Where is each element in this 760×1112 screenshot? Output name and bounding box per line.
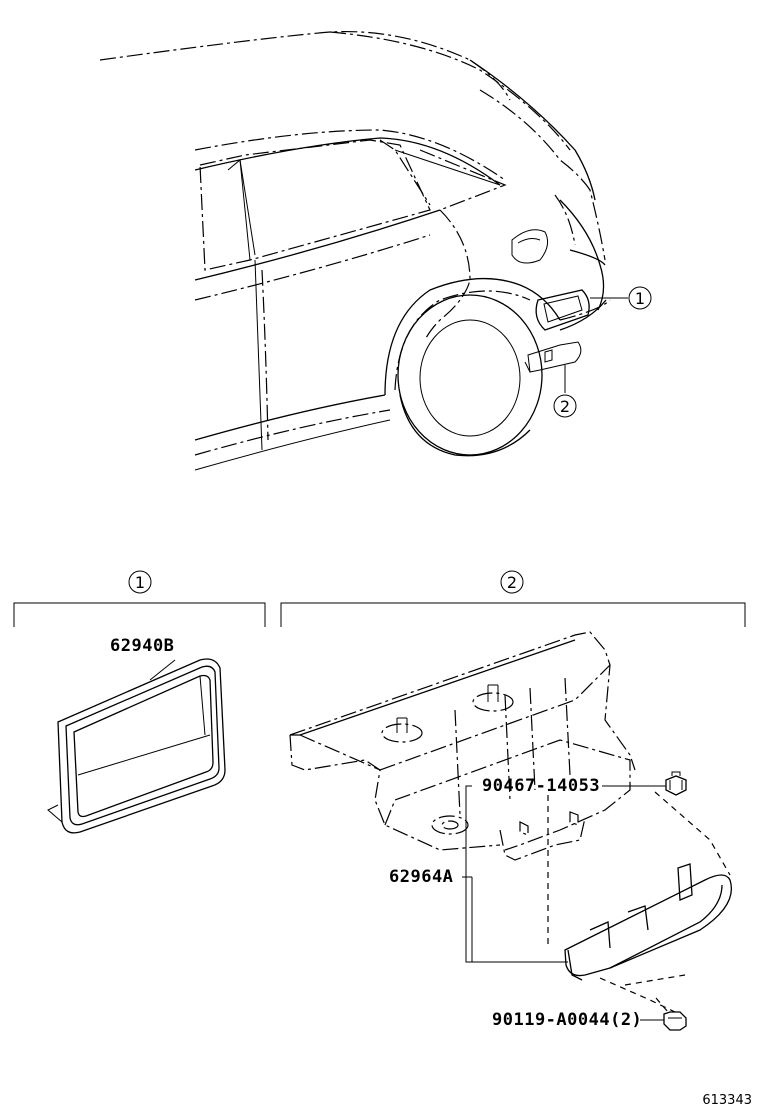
part-number-62940B[interactable]: 62940B [110, 636, 174, 656]
callout-1-label: 1 [635, 289, 645, 308]
section-1-number: 1 [135, 573, 145, 592]
part-number-62964A[interactable]: 62964A [389, 867, 453, 887]
mudguard-seal-drawing[interactable] [47, 658, 226, 834]
section-2-header: 2 [280, 570, 746, 627]
screw-drawing[interactable] [663, 1011, 687, 1031]
callout-2-vehicle[interactable]: 2 [553, 394, 577, 418]
vehicle-overview [99, 30, 628, 471]
clip-drawing[interactable] [665, 771, 687, 796]
callout-2-label: 2 [560, 397, 570, 416]
assembly-leaders [465, 785, 731, 1013]
mudguard-drawing[interactable] [289, 631, 636, 861]
section-1-header: 1 [13, 570, 266, 627]
callout-1-vehicle[interactable]: 1 [628, 286, 652, 310]
figure-number: 613343 [702, 1093, 752, 1108]
mudguard-bracket-drawing[interactable] [564, 863, 732, 981]
part-number-90467-14053[interactable]: 90467-14053 [482, 776, 600, 796]
section-2-number: 2 [507, 573, 517, 592]
part-number-90119-A0044[interactable]: 90119-A0044(2) [492, 1010, 642, 1030]
